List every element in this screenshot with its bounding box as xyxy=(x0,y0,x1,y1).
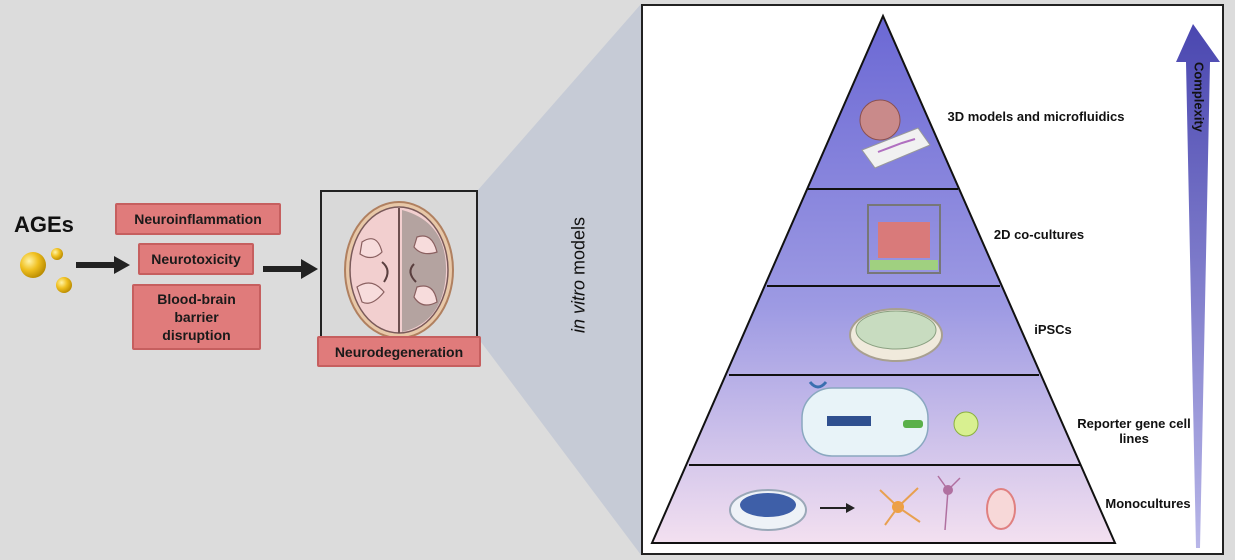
neuroinflammation-box: Neuroinflammation xyxy=(115,203,281,235)
ages-molecule-icon xyxy=(20,248,72,293)
ipsc-dish-icon xyxy=(849,308,943,362)
bbb-disruption-box: Blood-brain barrier disruption xyxy=(132,284,261,350)
tier-label-2d: 2D co-cultures xyxy=(993,227,1085,242)
organoid-chip-icon xyxy=(859,99,931,169)
ages-title: AGEs xyxy=(14,212,74,237)
brain-frame xyxy=(320,190,478,338)
arrow-icon xyxy=(263,259,318,279)
neurotoxicity-box: Neurotoxicity xyxy=(138,243,254,275)
arrow-icon xyxy=(820,503,855,513)
arrow-icon xyxy=(76,256,130,274)
tier-label-3d: 3D models and microfluidics xyxy=(947,109,1125,124)
zoom-projection xyxy=(478,4,641,555)
neuron-cells-icon xyxy=(879,475,1016,531)
complexity-arrow-icon xyxy=(1176,24,1220,548)
tier-label-reporter: Reporter gene cell lines xyxy=(1077,416,1191,446)
tier-label-monocultures: Monocultures xyxy=(1105,496,1191,511)
reporter-cell-icon xyxy=(801,381,979,457)
transwell-icon xyxy=(867,204,941,274)
neurodegeneration-box: Neurodegeneration xyxy=(317,336,481,367)
complexity-text: Complexity xyxy=(1191,61,1207,133)
monoculture-dish-icon xyxy=(729,489,807,531)
pyramid xyxy=(650,13,1117,544)
tier-label-ipscs: iPSCs xyxy=(1034,322,1072,337)
complexity-label: Complexity xyxy=(1184,52,1214,142)
brain-icon xyxy=(344,201,454,336)
